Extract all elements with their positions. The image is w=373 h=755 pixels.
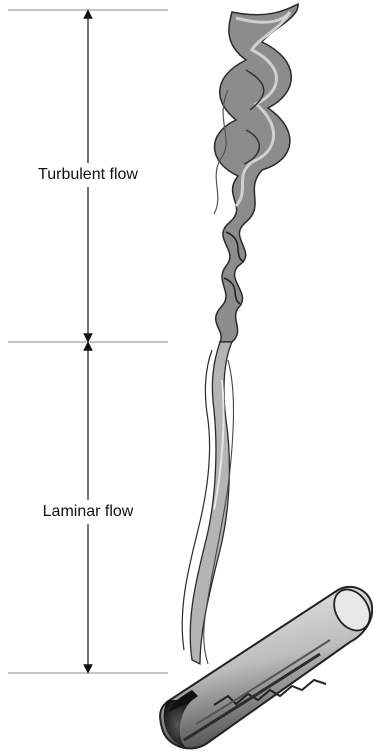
turbulent-smoke: [214, 4, 298, 342]
turbulent-flow-label: Turbulent flow: [0, 163, 176, 187]
laminar-flow-label: Laminar flow: [0, 500, 176, 524]
laminar-smoke: [182, 342, 233, 664]
